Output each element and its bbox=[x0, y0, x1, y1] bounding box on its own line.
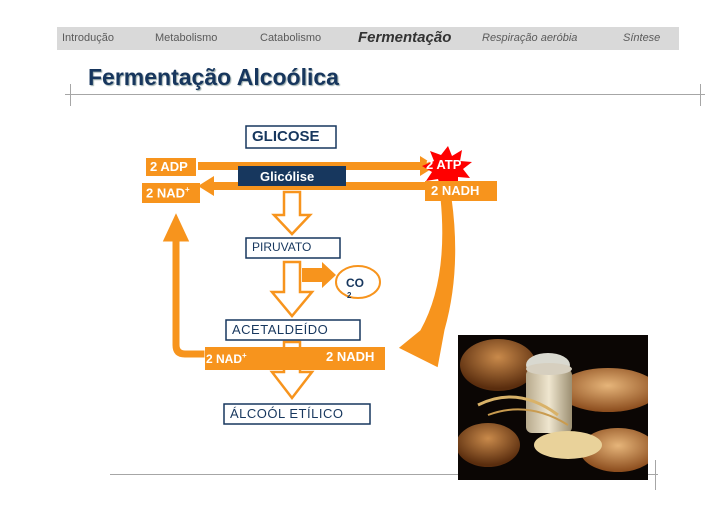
nad-left-label: 2 NAD+ bbox=[146, 185, 190, 200]
nadh-bottom-label: 2 NADH bbox=[326, 349, 374, 364]
adp-label: 2 ADP bbox=[150, 159, 188, 174]
alcool-label: ÁLCOÓL ETÍLICO bbox=[230, 406, 343, 421]
co2-subscript: 2 bbox=[347, 291, 351, 300]
atp-label: 2 ATP bbox=[426, 157, 461, 172]
co2-arrow bbox=[302, 262, 336, 288]
arrow-glicose-piruvato bbox=[274, 192, 310, 234]
left-return-arrow bbox=[162, 212, 205, 358]
glicose-label: GLICOSE bbox=[252, 128, 320, 145]
acetaldeido-label: ACETALDEÍDO bbox=[232, 322, 328, 337]
piruvato-label: PIRUVATO bbox=[252, 240, 311, 254]
right-return-arrow bbox=[398, 198, 456, 368]
nad-bottom-label: 2 NAD+ bbox=[206, 351, 247, 366]
glicolise-label: Glicólise bbox=[260, 169, 314, 184]
bread-and-grain-photo bbox=[458, 335, 648, 480]
nadh-right-label: 2 NADH bbox=[431, 183, 479, 198]
co2-label: CO bbox=[346, 276, 364, 290]
